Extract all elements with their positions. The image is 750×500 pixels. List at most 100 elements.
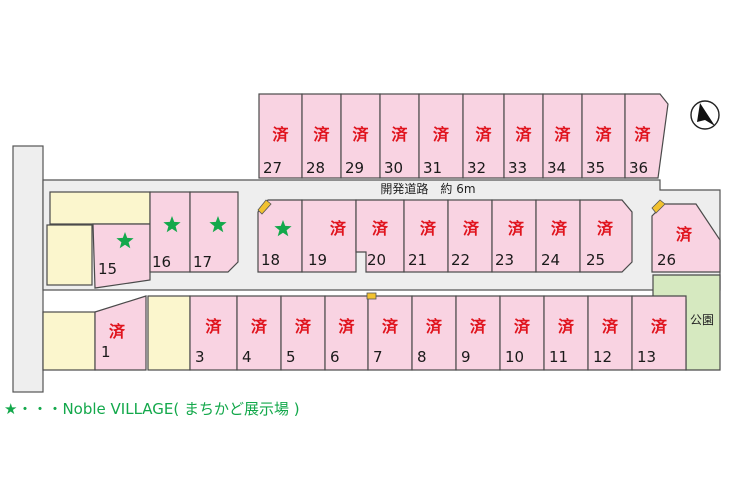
- sold-mark: 済: [515, 125, 532, 144]
- lot-7[interactable]: 済7: [367, 295, 413, 371]
- lot-number: 1: [101, 343, 111, 361]
- lot-number: 22: [451, 251, 470, 269]
- lot-shape: [462, 93, 505, 179]
- corner-marker: [651, 199, 666, 214]
- plot-yellow-top: [49, 191, 151, 225]
- lot-24[interactable]: 済24: [535, 199, 581, 273]
- lot-1[interactable]: 済1: [94, 295, 147, 371]
- lot-shape: [579, 199, 633, 273]
- lot-6[interactable]: 済6: [324, 295, 369, 371]
- lot-33[interactable]: 済 33: [503, 93, 544, 179]
- lot-shape: [189, 191, 239, 273]
- sold-mark: 済: [508, 219, 525, 238]
- lot-shape: [258, 93, 303, 179]
- sold-mark: 済: [382, 317, 399, 336]
- sold-mark: 済: [372, 219, 389, 238]
- lot-shape: [301, 199, 357, 273]
- lot-16[interactable]: 16: [149, 191, 191, 273]
- lot-number: 11: [549, 348, 568, 366]
- lot-20[interactable]: 済20: [355, 199, 405, 273]
- lot-shape: [280, 295, 326, 371]
- sold-mark: 済: [651, 317, 668, 336]
- lot-number: 10: [505, 348, 524, 366]
- lot-23[interactable]: 済23: [491, 199, 537, 273]
- lot-34[interactable]: 済34: [542, 93, 583, 179]
- lot-number: 26: [657, 251, 676, 269]
- lot-shape: [403, 199, 449, 273]
- lot-number: 29: [345, 159, 364, 177]
- lot-number: 17: [193, 253, 212, 271]
- lot-number: 27: [263, 159, 282, 177]
- lot-36[interactable]: 済 36: [624, 93, 669, 179]
- lot-number: 25: [586, 251, 605, 269]
- lot-12[interactable]: 済 12: [587, 295, 633, 371]
- sold-mark: 済: [514, 317, 531, 336]
- lot-4[interactable]: 済4: [236, 295, 282, 371]
- lot-number: 33: [508, 159, 527, 177]
- lot-27[interactable]: 済 27: [258, 93, 303, 179]
- lot-15[interactable]: 15: [92, 223, 151, 289]
- lot-22[interactable]: 済 22: [447, 199, 493, 273]
- lot-5[interactable]: 済5: [280, 295, 326, 371]
- lot-17[interactable]: 17: [189, 191, 239, 273]
- star-icon: [209, 216, 227, 233]
- lot-28[interactable]: 済28: [301, 93, 342, 179]
- sold-mark: 済: [352, 125, 369, 144]
- lot-number: 7: [373, 348, 383, 366]
- plot-yellow-bottom: [42, 311, 96, 371]
- lot-shape: [535, 199, 581, 273]
- sold-mark: 済: [463, 219, 480, 238]
- lot-10[interactable]: 済 10: [499, 295, 545, 371]
- lot-29[interactable]: 済 29: [340, 93, 381, 179]
- lot-number: 31: [423, 159, 442, 177]
- west-road: [12, 145, 44, 393]
- lot-32[interactable]: 済32: [462, 93, 505, 179]
- lot-shape: [624, 93, 669, 179]
- north-arrow-icon: [690, 100, 720, 130]
- lot-shape: [491, 199, 537, 273]
- lot-number: 34: [547, 159, 566, 177]
- sold-mark: 済: [251, 317, 268, 336]
- sold-mark: 済: [109, 322, 126, 341]
- lot-number: 12: [593, 348, 612, 366]
- sold-mark: 済: [205, 317, 222, 336]
- lot-shape: [455, 295, 501, 371]
- lot-number: 18: [261, 251, 280, 269]
- lot-25[interactable]: 済25: [579, 199, 633, 273]
- lot-35[interactable]: 済35: [581, 93, 626, 179]
- lot-3[interactable]: 済3: [189, 295, 238, 371]
- star-icon: [274, 220, 292, 237]
- road-label: 開発道路 約 6m: [380, 181, 475, 196]
- lot-19[interactable]: 済19: [301, 199, 357, 273]
- lot-26[interactable]: 済26: [651, 203, 721, 273]
- lot-shape: [447, 199, 493, 273]
- sold-mark: 済: [470, 317, 487, 336]
- sold-mark: 済: [634, 125, 651, 144]
- lot-shape: [543, 295, 589, 371]
- lot-11[interactable]: 済11: [543, 295, 589, 371]
- lot-13[interactable]: 済13: [631, 295, 687, 371]
- star-icon: [116, 232, 134, 249]
- legend: ★・・・Noble VILLAGE( まちかど展示場 ): [4, 398, 300, 419]
- lot-number: 24: [541, 251, 560, 269]
- sold-mark: 済: [602, 317, 619, 336]
- park-label: 公園: [690, 313, 714, 327]
- lot-number: 21: [408, 251, 427, 269]
- lot-shape: [631, 295, 687, 371]
- corner-marker: [257, 199, 272, 215]
- lot-number: 30: [384, 159, 403, 177]
- lot-30[interactable]: 済 30: [379, 93, 420, 179]
- lot-8[interactable]: 済8: [411, 295, 457, 371]
- sold-mark: 済: [272, 125, 289, 144]
- lot-number: 36: [629, 159, 648, 177]
- lot-number: 35: [586, 159, 605, 177]
- sold-mark: 済: [426, 317, 443, 336]
- corner-marker: [366, 292, 377, 300]
- lot-shape: [236, 295, 282, 371]
- lot-31[interactable]: 済31: [418, 93, 464, 179]
- sold-mark: 済: [391, 125, 408, 144]
- lot-21[interactable]: 済21: [403, 199, 449, 273]
- lot-9[interactable]: 済9: [455, 295, 501, 371]
